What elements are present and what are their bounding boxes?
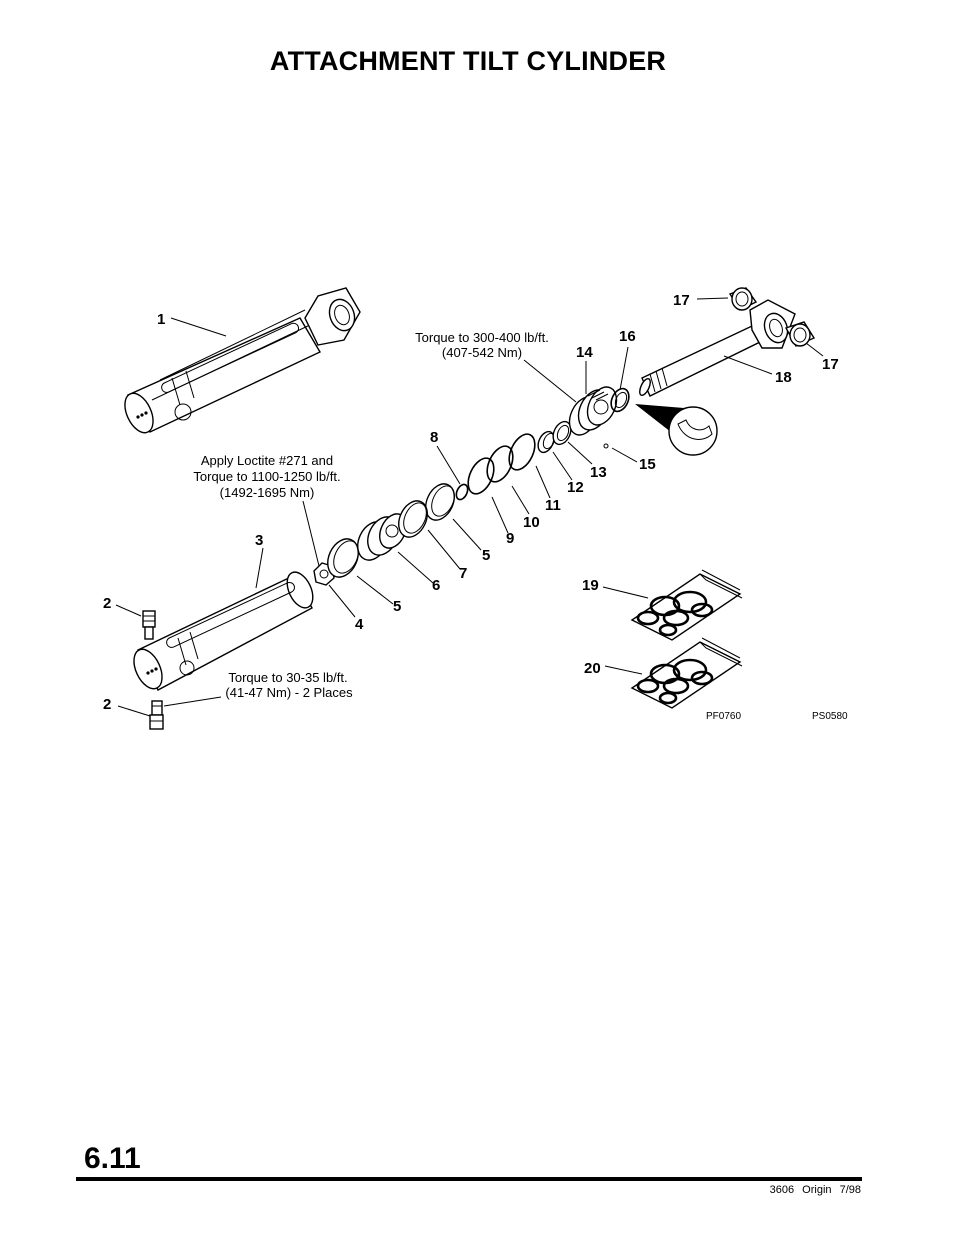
footer-rule: [76, 1177, 862, 1181]
bushing-upper-part[interactable]: [728, 287, 758, 311]
barrel-assembly-alt-part[interactable]: [128, 568, 318, 693]
callout-20: 20: [584, 660, 601, 677]
page-title: ATTACHMENT TILT CYLINDER: [269, 46, 667, 76]
callout-4: 4: [355, 616, 364, 633]
callout-19: 19: [582, 577, 599, 594]
drawing-code-right: PS0580: [812, 711, 848, 722]
piston-seal-part[interactable]: [393, 496, 433, 541]
callout-18: 18: [775, 369, 792, 386]
retaining-ring-part[interactable]: [603, 443, 609, 449]
piston-rod-part[interactable]: [638, 299, 796, 397]
gland-part[interactable]: [564, 382, 622, 439]
barrel-assembly-part[interactable]: [119, 287, 361, 437]
loctite-note-line2: Torque to 1100-1250 lb/ft.: [193, 469, 340, 484]
callout-13: 13: [590, 464, 607, 481]
torque-note-fitting-line1: Torque to 30-35 lb/ft.: [228, 670, 347, 685]
leader-lines: [115, 297, 824, 717]
o-ring-large-part[interactable]: [504, 430, 540, 474]
callout-1: 1: [157, 311, 165, 328]
callout-3: 3: [255, 532, 263, 549]
callout-17-upper: 17: [673, 292, 690, 309]
fitting-upper-part[interactable]: [142, 610, 156, 640]
fitting-lower-part[interactable]: [149, 700, 164, 730]
page-number: 6.11: [84, 1142, 141, 1175]
rod-wiper-part[interactable]: [550, 419, 575, 448]
callout-9: 9: [506, 530, 514, 547]
o-ring-small-part[interactable]: [454, 483, 470, 502]
callout-2-upper: 2: [103, 595, 111, 612]
callout-15: 15: [639, 456, 656, 473]
loctite-note-line1: Apply Loctite #271 and: [201, 453, 333, 468]
callout-5-left: 5: [393, 598, 401, 615]
seal-kit-part[interactable]: [630, 569, 743, 641]
torque-note-gland-line2: (407-542 Nm): [442, 345, 522, 360]
torque-note-fitting-line2: (41-47 Nm) - 2 Places: [225, 685, 353, 700]
callout-7: 7: [459, 565, 467, 582]
callout-6: 6: [432, 577, 440, 594]
gland-o-ring-part[interactable]: [608, 386, 633, 415]
callout-10: 10: [523, 514, 540, 531]
rod-seal-part[interactable]: [535, 429, 557, 455]
o-ring-part[interactable]: [463, 454, 499, 498]
seal-detail-bubble: [635, 404, 718, 456]
wear-ring-part[interactable]: [322, 534, 364, 582]
callout-16: 16: [619, 328, 636, 345]
callout-2-lower: 2: [103, 696, 111, 713]
callout-11: 11: [545, 497, 561, 514]
piston-part[interactable]: [352, 510, 412, 565]
wear-ring-alt-part[interactable]: [420, 479, 460, 524]
footer-text: 3606 Origin 7/98: [769, 1184, 861, 1196]
bushing-lower-part[interactable]: [784, 321, 816, 347]
torque-note-gland-line1: Torque to 300-400 lb/ft.: [415, 330, 549, 345]
callout-8: 8: [430, 429, 438, 446]
callout-17-lower: 17: [822, 356, 839, 373]
callout-14: 14: [576, 344, 593, 361]
loctite-note-line3: (1492-1695 Nm): [220, 485, 315, 500]
seal-kit-alt-part[interactable]: [630, 637, 743, 709]
callout-5-right: 5: [482, 547, 490, 564]
drawing-code-left: PF0760: [706, 711, 741, 722]
callout-12: 12: [567, 479, 584, 496]
backup-ring-part[interactable]: [482, 442, 518, 486]
